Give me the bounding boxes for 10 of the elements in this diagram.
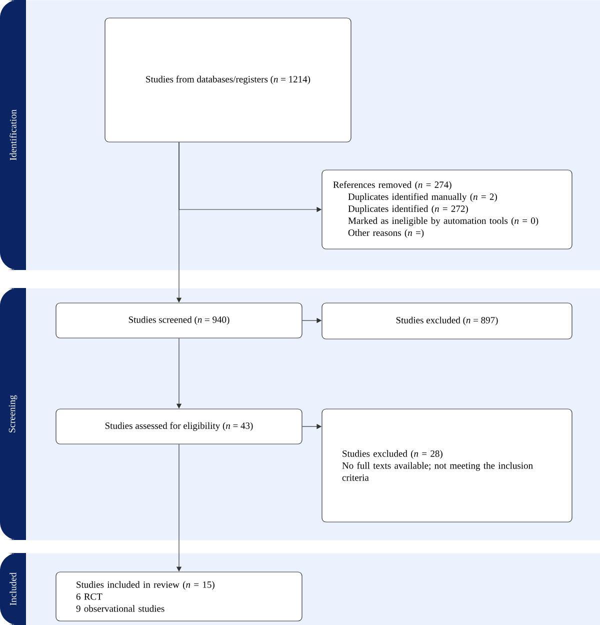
- process-box: Studies included in review (n = 15) 6 RCT 9 observational studies: [56, 572, 302, 622]
- node-label: Screening: [8, 395, 18, 432]
- process-box: Studies from databases/registers (n = 1214): [104, 18, 352, 142]
- process-box: Studies assessed for eligibility (n = 43): [56, 408, 302, 444]
- node-label: Included: [10, 572, 16, 606]
- process-box: Studies excluded (n = 897): [322, 302, 572, 340]
- process-box: References removed (n = 274) Duplicates identified manually (n = 2) Duplicates identified (n = 272) Marked as ineligible by automation tools (n = 0) Other reasons (n =): [322, 170, 572, 250]
- process-box: Studies excluded (n = 28) No full texts available; not meeting the inclusion criteria: [322, 408, 572, 522]
- process-box: Studies screened (n = 940): [56, 302, 302, 338]
- node-label: Identification: [10, 110, 16, 160]
